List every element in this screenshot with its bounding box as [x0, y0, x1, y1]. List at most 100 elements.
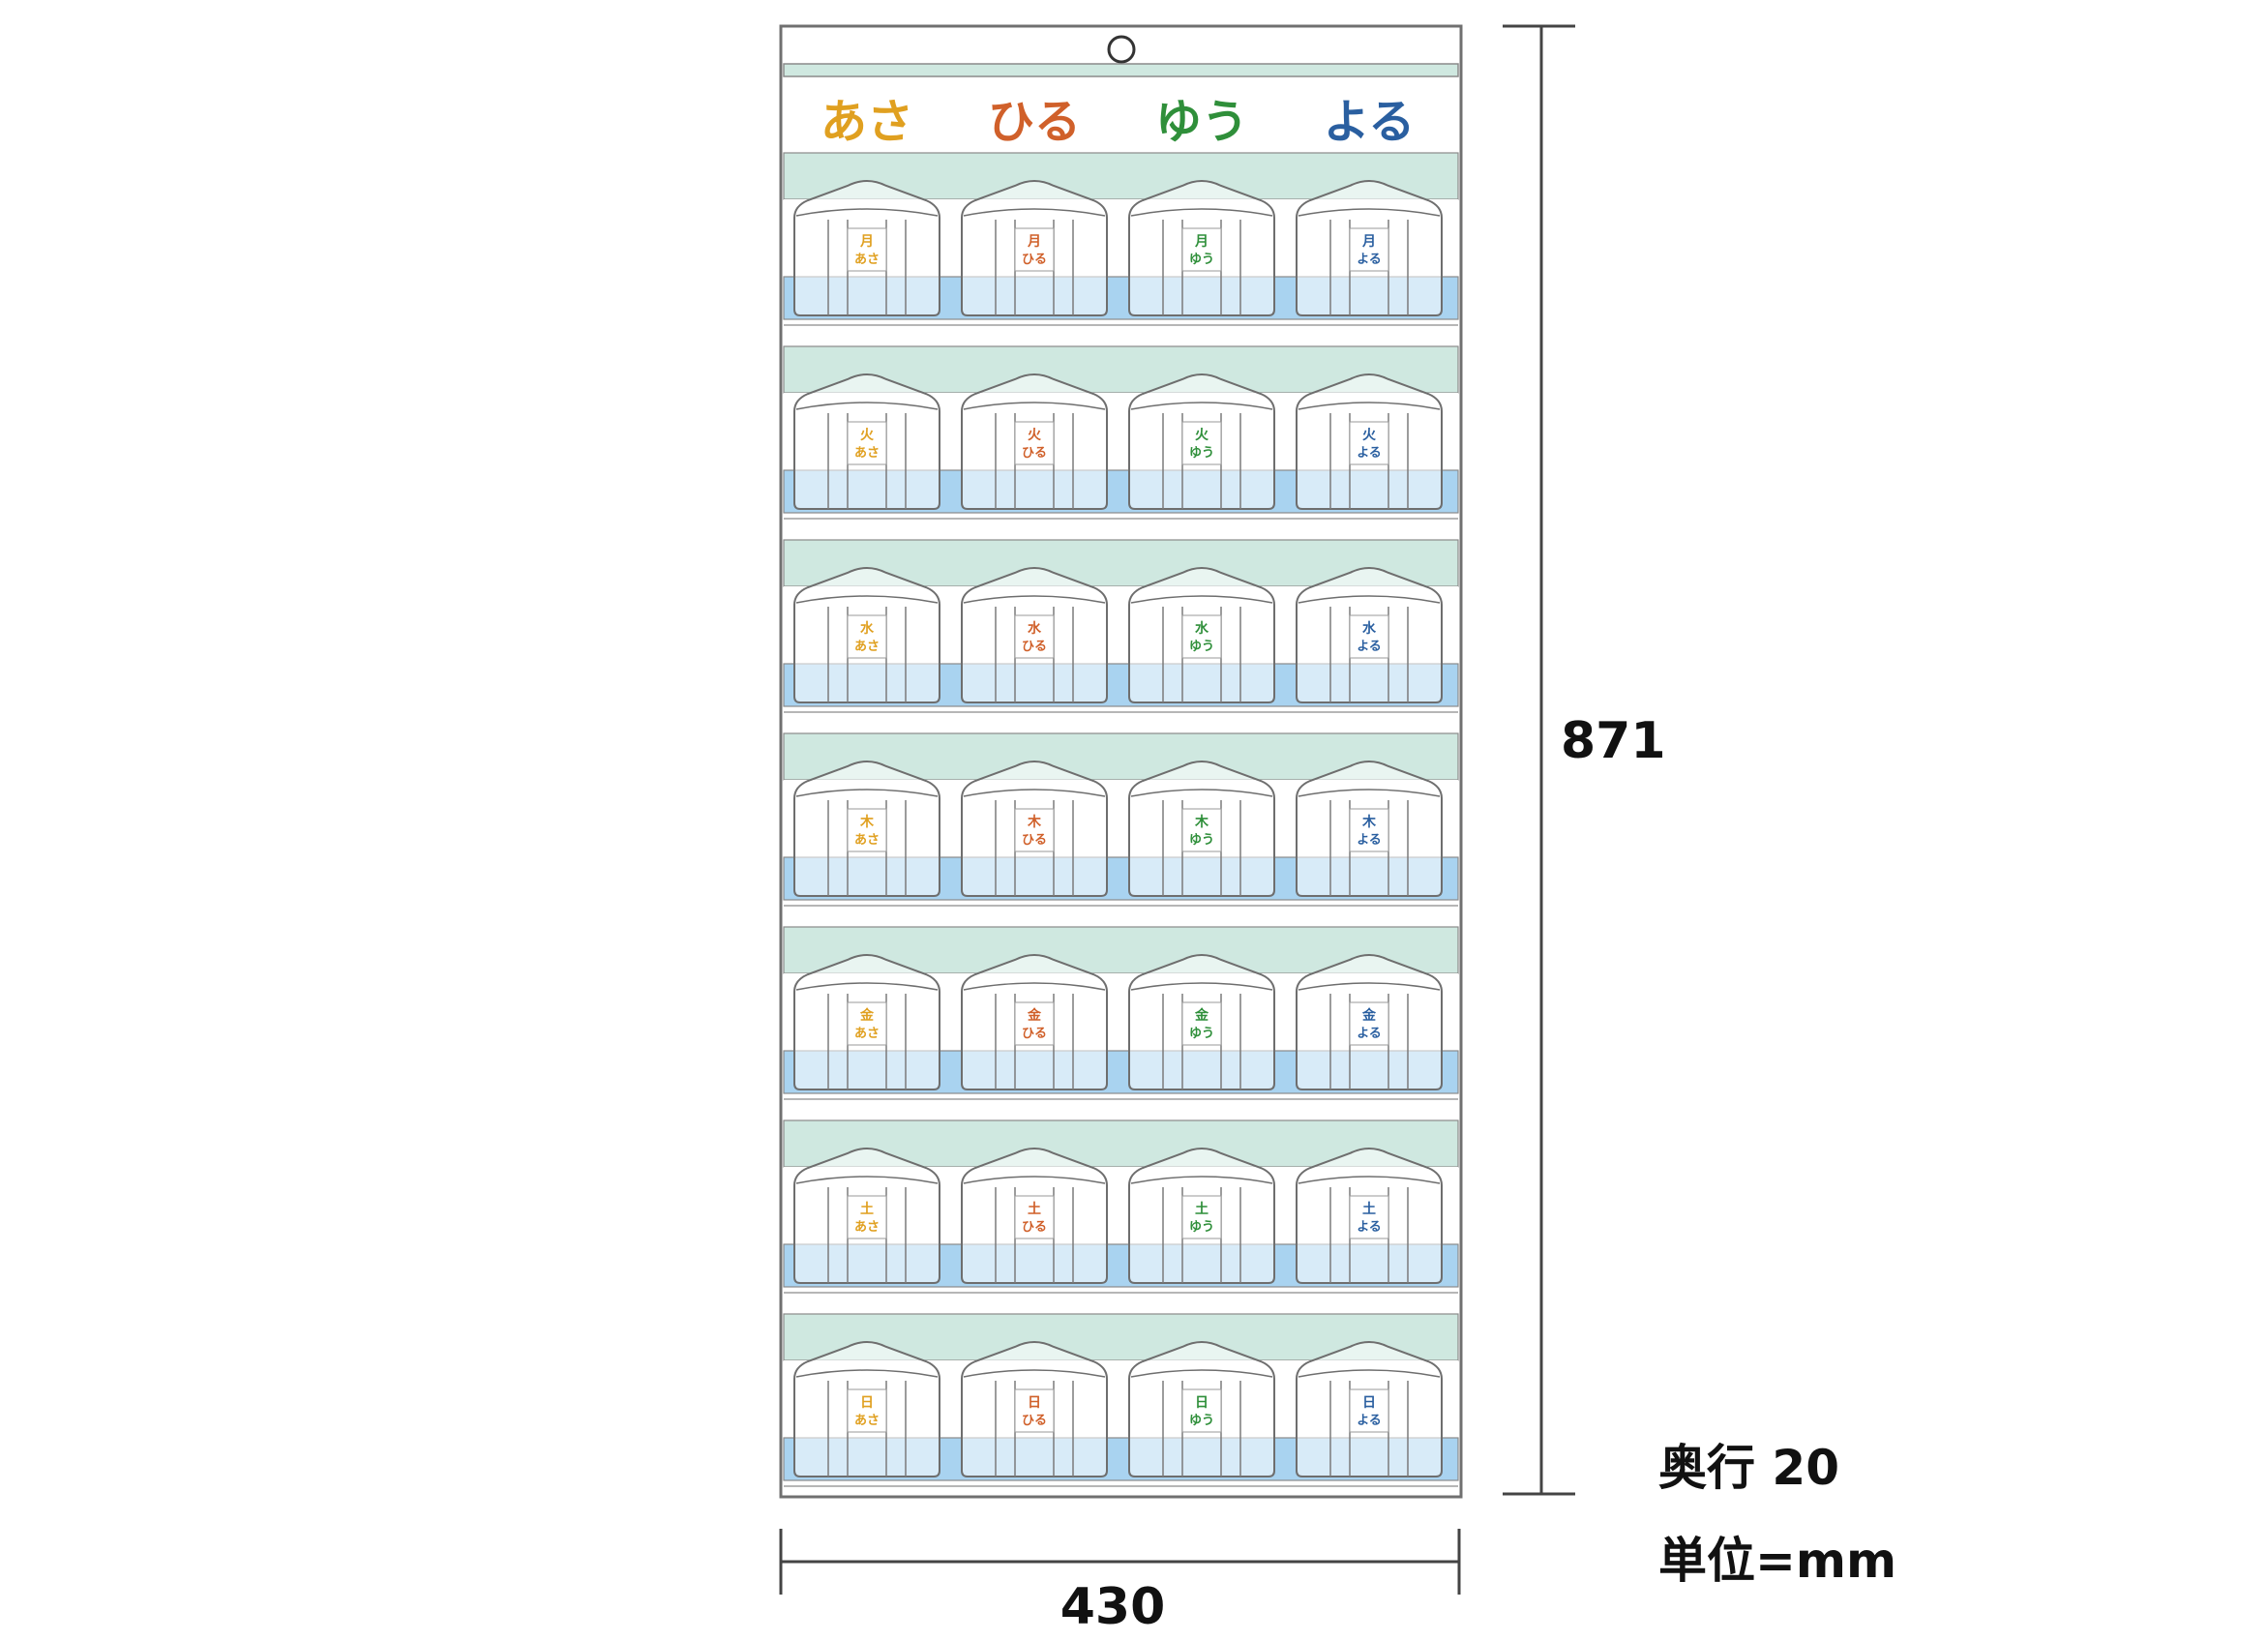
- medicine-pocket[interactable]: 火あさ: [793, 373, 940, 510]
- pocket-label-tag: [1181, 1388, 1222, 1433]
- bag-flap: [795, 789, 939, 797]
- bag-flap: [795, 1369, 939, 1378]
- header-label: ゆう: [1155, 95, 1248, 149]
- pocket-label-tag: [1349, 421, 1389, 465]
- medicine-pocket[interactable]: 土よる: [1296, 1148, 1443, 1284]
- hanging-hole: [1107, 35, 1136, 64]
- width-value: 430: [1060, 1578, 1166, 1636]
- pocket-day-label: 水: [1195, 620, 1209, 637]
- bag-flap: [963, 1369, 1106, 1378]
- medicine-pocket[interactable]: 木ひる: [961, 761, 1108, 897]
- pocket-time-label: よる: [1357, 1027, 1382, 1041]
- medicine-pocket[interactable]: 木ゆう: [1128, 761, 1275, 897]
- medicine-pocket[interactable]: 火ゆう: [1128, 373, 1275, 510]
- medicine-pocket[interactable]: 火よる: [1296, 373, 1443, 510]
- bag-flap: [795, 402, 939, 410]
- bag-flap: [1298, 595, 1441, 604]
- pocket-day-label: 水: [1362, 620, 1377, 637]
- pocket-label-tag: [847, 421, 887, 465]
- pocket-day-label: 月: [1194, 234, 1209, 250]
- medicine-pocket[interactable]: 日ひる: [961, 1341, 1108, 1477]
- pocket-label-tag: [1014, 1001, 1055, 1046]
- pocket-label-tag: [1349, 614, 1389, 659]
- medicine-pocket[interactable]: 日あさ: [793, 1341, 940, 1477]
- depth-note: 奥行 20: [1658, 1440, 1839, 1496]
- bag-flap: [1130, 789, 1273, 797]
- pocket-day-label: 火: [1195, 428, 1209, 443]
- pocket-time-label: ひる: [1022, 1220, 1047, 1235]
- bag-flap: [1130, 982, 1273, 991]
- medicine-pocket[interactable]: 水よる: [1296, 567, 1443, 703]
- medicine-pocket[interactable]: 木よる: [1296, 761, 1443, 897]
- medicine-pocket[interactable]: 土あさ: [793, 1148, 940, 1284]
- medicine-pocket[interactable]: 日ゆう: [1128, 1341, 1275, 1477]
- medicine-pocket[interactable]: 月よる: [1296, 180, 1443, 316]
- pocket-label-tag: [1014, 808, 1055, 852]
- pocket-time-label: あさ: [854, 446, 880, 461]
- pocket-time-label: あさ: [854, 1414, 880, 1428]
- pocket-day-label: 土: [1028, 1201, 1041, 1217]
- medicine-pocket[interactable]: 金ゆう: [1128, 954, 1275, 1090]
- pocket-time-label: よる: [1357, 640, 1382, 654]
- pocket-label-tag: [1349, 808, 1389, 852]
- pocket-day-label: 日: [1195, 1395, 1209, 1411]
- bag-flap: [795, 595, 939, 604]
- pocket-time-label: ひる: [1022, 833, 1047, 848]
- header-label: ひる: [988, 95, 1081, 149]
- bag-flap: [1298, 789, 1441, 797]
- pocket-time-label: ゆう: [1189, 1027, 1214, 1041]
- pocket-day-label: 火: [1028, 428, 1042, 443]
- pocket-label-tag: [1181, 1195, 1222, 1239]
- bag-flap: [963, 789, 1106, 797]
- medicine-pocket[interactable]: 水ひる: [961, 567, 1108, 703]
- medicine-pocket[interactable]: 金よる: [1296, 954, 1443, 1090]
- top-strip: [783, 63, 1459, 77]
- bag-flap: [963, 208, 1106, 217]
- pocket-day-label: 金: [1361, 1007, 1377, 1024]
- medicine-pocket[interactable]: 水あさ: [793, 567, 940, 703]
- pocket-rows: 月あさ月ひる月ゆう月よる火あさ火ひる火ゆう火よる水あさ水ひる水ゆう水よる木あさ木…: [783, 152, 1459, 1487]
- medicine-pocket[interactable]: 土ひる: [961, 1148, 1108, 1284]
- pocket-time-label: ひる: [1022, 640, 1047, 654]
- medicine-pocket[interactable]: 金あさ: [793, 954, 940, 1090]
- pocket-day-label: 土: [860, 1201, 874, 1217]
- pocket-time-label: ひる: [1022, 1027, 1047, 1041]
- pocket-label-tag: [1014, 1195, 1055, 1239]
- bag-flap: [1298, 208, 1441, 217]
- pocket-label-tag: [1181, 808, 1222, 852]
- pocket-time-label: あさ: [854, 833, 880, 848]
- medicine-pocket[interactable]: 月ひる: [961, 180, 1108, 316]
- pocket-time-label: あさ: [854, 253, 880, 267]
- medicine-pocket[interactable]: 水ゆう: [1128, 567, 1275, 703]
- pocket-time-label: ゆう: [1189, 1220, 1214, 1235]
- pocket-label-tag: [1014, 614, 1055, 659]
- pocket-label-tag: [847, 614, 887, 659]
- pocket-day-label: 月: [859, 234, 874, 250]
- pocket-label-tag: [1349, 227, 1389, 272]
- height-value: 871: [1561, 712, 1666, 770]
- pocket-time-label: ゆう: [1189, 446, 1214, 461]
- pocket-label-tag: [1181, 1001, 1222, 1046]
- pocket-label-tag: [1181, 614, 1222, 659]
- pocket-time-label: ゆう: [1189, 640, 1214, 654]
- pocket-day-label: 水: [860, 620, 875, 637]
- bag-flap: [1130, 208, 1273, 217]
- bag-flap: [795, 982, 939, 991]
- height-dimension: 871: [1503, 24, 1666, 1496]
- bag-flap: [795, 208, 939, 217]
- pocket-time-label: あさ: [854, 640, 880, 654]
- medicine-pocket[interactable]: 日よる: [1296, 1341, 1443, 1477]
- pocket-time-label: ひる: [1022, 253, 1047, 267]
- medicine-pocket[interactable]: 火ひる: [961, 373, 1108, 510]
- medicine-pocket[interactable]: 土ゆう: [1128, 1148, 1275, 1284]
- medicine-pocket[interactable]: 金ひる: [961, 954, 1108, 1090]
- pocket-day-label: 日: [1028, 1395, 1041, 1411]
- medicine-pocket[interactable]: 月ゆう: [1128, 180, 1275, 316]
- medicine-pocket[interactable]: 木あさ: [793, 761, 940, 897]
- medicine-pocket[interactable]: 月あさ: [793, 180, 940, 316]
- pocket-label-tag: [847, 1388, 887, 1433]
- bag-flap: [1130, 1369, 1273, 1378]
